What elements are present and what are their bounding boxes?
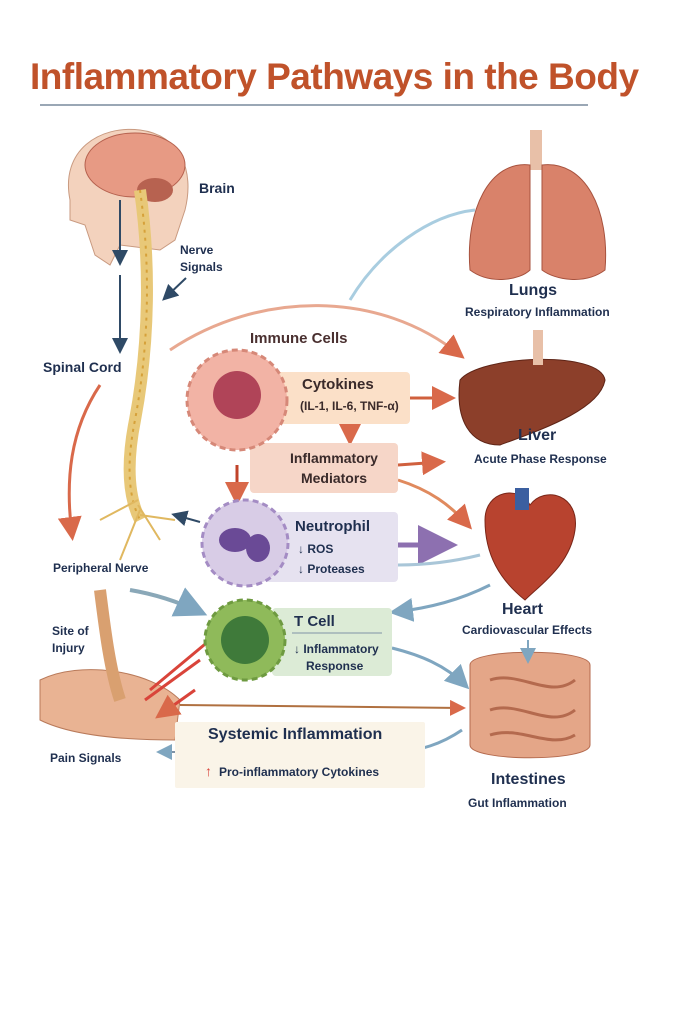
intestines-illustration (469, 651, 591, 759)
intestines-effect: Gut Inflammation (468, 796, 567, 810)
brain-label: Brain (199, 180, 235, 196)
immune-cells-heading: Immune Cells (250, 330, 348, 347)
neutrophil-title: Neutrophil (295, 518, 370, 535)
liver-label: Liver (518, 427, 557, 444)
tcell-title: T Cell (294, 613, 335, 630)
spinal-cord-label: Spinal Cord (43, 359, 122, 375)
neutrophil-ros: ↓ ROS (298, 542, 334, 556)
liver-effect: Acute Phase Response (474, 452, 607, 466)
pain-signals-label: Pain Signals (50, 751, 122, 765)
lungs-label: Lungs (509, 282, 557, 299)
cytokines-detail: (IL-1, IL-6, TNF-α) (300, 399, 399, 413)
site-of-injury-label-2: Injury (52, 641, 85, 655)
heart-illustration (484, 492, 576, 601)
lungs-illustration (468, 164, 607, 280)
peripheral-nerve-label: Peripheral Nerve (53, 561, 149, 575)
up-arrow-icon: ↑ (205, 763, 212, 779)
page-title: Inflammatory Pathways in the Body (30, 56, 639, 97)
mediators-line-2: Mediators (300, 470, 368, 486)
lungs-effect: Respiratory Inflammation (465, 305, 610, 319)
liver-illustration (458, 358, 606, 446)
heart-label: Heart (502, 601, 543, 618)
neutrophil-proteases: ↓ Proteases (298, 562, 365, 576)
title-divider (40, 104, 588, 106)
cytokines-title: Cytokines (302, 376, 374, 393)
tcell-line-2: Response (306, 659, 364, 673)
systemic-inflammation-detail: Pro-inflammatory Cytokines (219, 765, 380, 779)
intestines-label: Intestines (491, 771, 566, 788)
nerve-signals-label-2: Signals (180, 260, 223, 274)
tcell-line-1: ↓ Inflammatory (294, 642, 379, 656)
systemic-inflammation-title: Systemic Inflammation (208, 726, 383, 743)
heart-effect: Cardiovascular Effects (462, 623, 593, 637)
nerve-signals-label-1: Nerve (180, 243, 214, 257)
site-of-injury-label-1: Site of (52, 624, 89, 638)
mediators-line-1: Inflammatory (290, 450, 378, 466)
